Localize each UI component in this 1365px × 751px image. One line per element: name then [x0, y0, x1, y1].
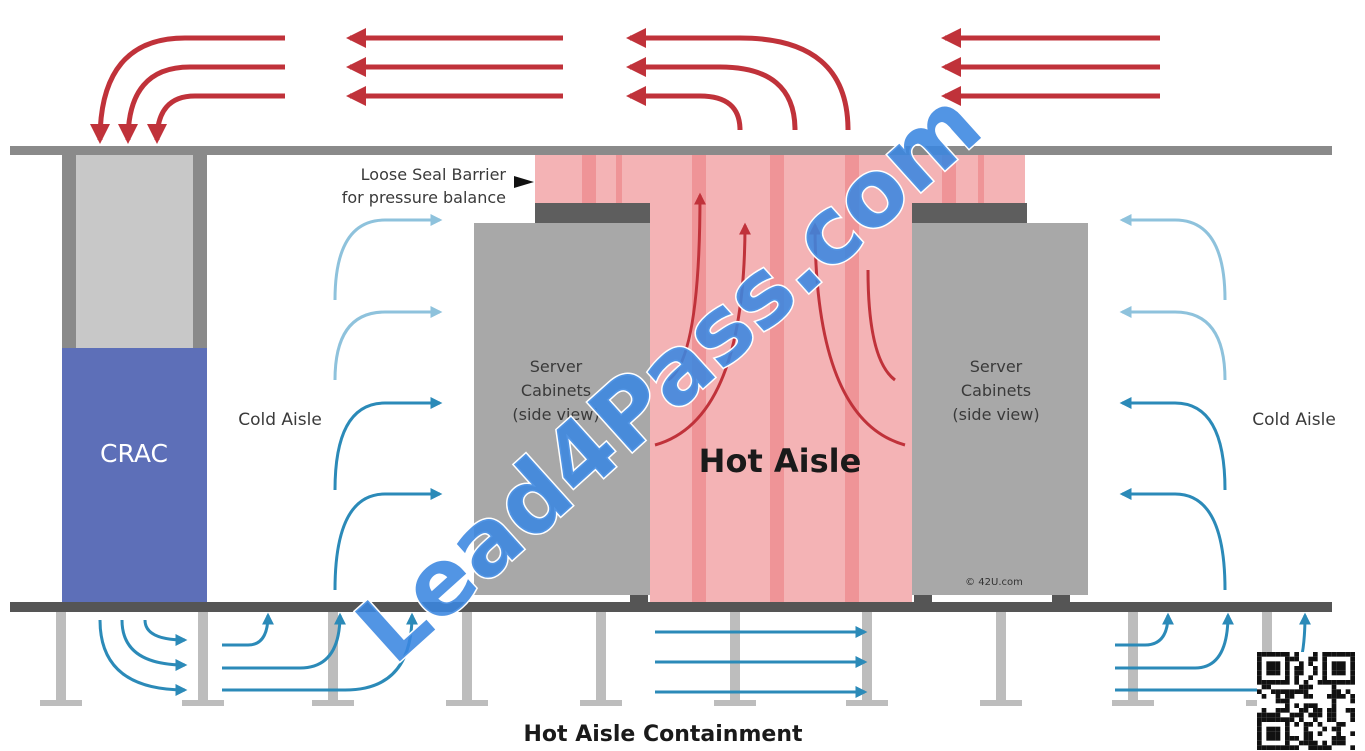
- cold-aisle-airflow-left: [333, 214, 443, 591]
- cold-aisle-right-label: Cold Aisle: [1252, 410, 1336, 430]
- ceiling-line: [10, 146, 1332, 155]
- underfloor-cold-airflow: [98, 612, 1311, 698]
- qr-code-icon: [1257, 652, 1355, 750]
- cold-aisle-left-label: Cold Aisle: [238, 410, 322, 430]
- server-right-label-line3: (side view): [952, 405, 1039, 424]
- server-left-label-line2: Cabinets: [521, 381, 591, 400]
- server-left-label-line1: Server: [530, 357, 583, 376]
- server-cabinet-left: [474, 223, 650, 595]
- crac-label: CRAC: [100, 439, 168, 468]
- hot-aisle-airflow: [654, 192, 906, 447]
- loose-seal-barrier-left: [535, 203, 650, 223]
- loose-seal-label-line2: for pressure balance: [342, 188, 506, 207]
- hot-aisle-region: [535, 155, 1025, 605]
- pointer-arrow-icon: [514, 176, 534, 188]
- cold-aisle-airflow-right: [1119, 214, 1227, 591]
- loose-seal-label-line1: Loose Seal Barrier: [361, 165, 507, 184]
- diagram-caption: Hot Aisle Containment: [524, 722, 803, 747]
- copyright-label: © 42U.com: [965, 577, 1023, 588]
- server-cabinet-right: [912, 223, 1088, 595]
- server-right-label-line1: Server: [970, 357, 1023, 376]
- server-left-label-line3: (side view): [512, 405, 599, 424]
- raised-floor: [10, 602, 1332, 612]
- hot-return-airflow: [90, 28, 1160, 144]
- crac-unit: [62, 155, 207, 604]
- hot-aisle-label: Hot Aisle: [699, 442, 862, 480]
- loose-seal-barrier-right: [912, 203, 1027, 223]
- server-right-label-line2: Cabinets: [961, 381, 1031, 400]
